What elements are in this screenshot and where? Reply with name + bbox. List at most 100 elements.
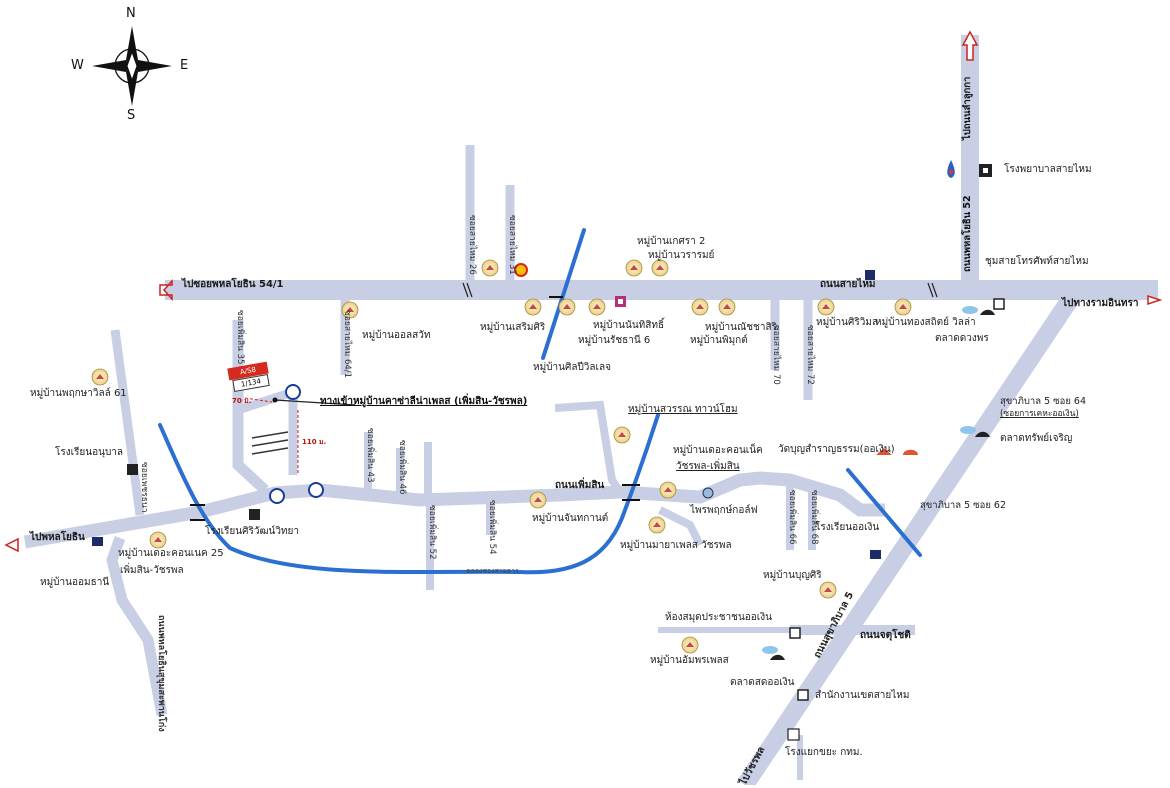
soi-phermsin68-label: ซอยเพิ่มสิน 68 (809, 490, 819, 545)
golf-icon (702, 487, 714, 499)
market-orngern-label: ตลาดสดออเงิน (730, 677, 795, 688)
phone-exchange-label: ชุมสายโทรศัพท์สายไหม (985, 256, 1089, 267)
ban-ortsawat-label: หมู่บ้านออลสวัท (362, 330, 431, 341)
villa-pruksa-label: หมู่บ้านพฤกษาวิลล์ 61 (30, 388, 127, 399)
bridge-left (190, 504, 205, 521)
market-sapchaloen-label: ตลาดทรัพย์เจริญ (1000, 433, 1073, 444)
library-icon (789, 627, 801, 639)
poi-icons (92, 160, 1005, 741)
arrow-left (4, 537, 19, 553)
temple2-icon (903, 449, 918, 455)
district-office-label: สำนักงานเขตสายไหม (815, 690, 910, 701)
district-office-icon (797, 689, 809, 701)
roundabout-b (308, 482, 324, 498)
roundabout-a (269, 488, 285, 504)
wat-boonsamruai-label: วัดบุญสำราญธรรม(ออเงิน) (778, 444, 895, 455)
ban-omthani-label: หมู่บ้านออมธานี (40, 577, 110, 588)
fuel-drop-icon (947, 160, 955, 178)
soi-saimai-641-label: ซอยสายไหม 64/1 (342, 310, 352, 379)
soi-mayapleus (658, 506, 704, 547)
arrow-west (159, 279, 173, 301)
pruksa-golf-label: ไพรพฤกษ์กอล์ฟ (690, 505, 758, 516)
measure-110m: 110 ม. (302, 438, 327, 446)
khlong-east (846, 468, 922, 557)
main-road-label: ถนนสายไหม (820, 279, 876, 290)
temple-icon (876, 448, 892, 455)
bridge-marks (190, 296, 640, 521)
road-break-marks (462, 282, 938, 298)
ban-amphon-label: หมู่บ้านอัมพรเพลส (650, 655, 729, 666)
phahon-kotakom-road (106, 536, 168, 717)
shell-icon (514, 263, 528, 277)
ban-silpa-label: หมู่บ้านศิลปีวิลเลจ (533, 362, 611, 373)
bank-icon (865, 270, 875, 280)
measure-70m: 70 ม. (232, 397, 252, 405)
phone-exchange-icon (993, 298, 1005, 310)
soi-phermsin-main-label: ซอยเพิ่มสิน 35 (235, 310, 245, 365)
khlong-songsai (158, 413, 660, 575)
school-siriwat-label: โรงเรียนศิริวัฒน์วิทยา (205, 526, 299, 537)
market-orngern-icon (762, 646, 785, 660)
compass-east-label: E (180, 58, 189, 73)
market-sapchaloen-icon (960, 426, 990, 437)
sukhaphiban-road (737, 286, 1083, 785)
direction-arrows (4, 30, 1163, 553)
school-anuban-icon (127, 464, 138, 475)
compass-west-label: W (71, 58, 84, 73)
roundabout-c (285, 384, 301, 400)
waste-school-label: โรงแยกขยะ กทม. (785, 747, 863, 758)
sukhaphiban-soi64-label: สุขาภิบาล 5 ซอย 64 (1000, 396, 1086, 407)
bridge-right (622, 484, 640, 501)
ban-ketsara-label: หมู่บ้านเกศรา 2 (637, 236, 706, 247)
jujote-road-label: ถนนจตุโชติ (860, 630, 911, 641)
north-road-label: ถนนพหลโยธิน 52 (962, 195, 973, 272)
bank-left-icon (92, 537, 103, 546)
phahon-kotakom-label: ถนนพหลโยธินสุขุมสะพานโก่ง (156, 615, 166, 732)
soi-saimai72-label: ซอยสายไหม 72 (805, 325, 815, 385)
lamlukka-label: ไปถนนลำลูกกา (962, 76, 973, 140)
khlong-north (541, 228, 586, 360)
ban-delta25-label: หมู่บ้านเดอะคอนเนค 25 (118, 548, 224, 559)
pointer-line (274, 399, 356, 406)
ban-delta-label: หมู่บ้านเดอะคอนเน็ค (673, 445, 763, 456)
market-duangphon-icon (962, 306, 995, 315)
casa-stripes (251, 431, 289, 455)
left-soi-label: ซอยเพชรธนา (139, 462, 149, 513)
ban-jantakan-label: หมู่บ้านจันทกานต์ (532, 513, 609, 524)
soi-phermsin46-label: ซอยเพิ่มสิน 46 (397, 440, 407, 495)
compass-north-label: N (126, 6, 136, 21)
soi-to-suanna (554, 400, 624, 495)
market-duangphon-label: ตลาดดวงพร (935, 333, 989, 344)
main-west-label: ไปซอยพหลโยธิน 54/1 (182, 279, 284, 290)
ban-warara-label: หมู่บ้านวรารมย์ (648, 250, 715, 261)
watcharaphon-phermsin-label: วัชรพล-เพิ่มสิน (676, 461, 740, 472)
ban-suan-town-label: หมู่บ้านสวรรณ ทาวน์โฮม (628, 404, 738, 415)
soi-saimai26-label: ซอยสายไหม 26 (467, 215, 477, 275)
soi-saimai31-label: ซอยสายไหม 31 (507, 215, 517, 275)
left-soi (110, 329, 145, 516)
compass-south-label: S (127, 108, 136, 123)
sukhaphiban-soi62-label: สุขาภิบาล 5 ซอย 62 (920, 500, 1006, 511)
ban-boonsiri-label: หมู่บ้านบุญศิริ (763, 570, 822, 581)
roundabouts (269, 384, 324, 504)
ban-nanthi-label: หมู่บ้านนันทิสิทธิ์ (593, 320, 665, 331)
canals (158, 228, 922, 575)
hospital-label: โรงพยาบาลสายไหม (1004, 164, 1092, 175)
school-siriwat-icon (249, 509, 260, 520)
phermsin-road-label: ถนนเพิ่มสิน (555, 480, 605, 491)
ban-siriwimon-label: หมู่บ้านศิริวิมล (816, 317, 879, 328)
phahon-left-label: ไปพหลโยธิน (30, 532, 85, 543)
ban-thongsathit-label: หมู่บ้านทองสถิตย์ วิลล่า (875, 317, 976, 328)
khlong-label: คลองสองสายธาร (466, 567, 519, 575)
library-label: ห้องสมุดประชาชนออเงิน (665, 612, 772, 623)
ban-phimuk-label: หมู่บ้านพิมุกต์ (690, 335, 748, 346)
soi-phermsin54-label: ซอยเพิ่มสิน 54 (487, 500, 497, 555)
school-orngern-label: โรงเรียนออเงิน (815, 522, 880, 533)
ban-mayapleus-label: หมู่บ้านมายาเพลส วัชรพล (620, 540, 732, 551)
arrow-east (1147, 294, 1163, 306)
entrance-dot (272, 397, 278, 403)
measure-lines (244, 397, 299, 475)
soi-phermsin66-label: ซอยเพิ่มสิน 66 (787, 490, 797, 545)
